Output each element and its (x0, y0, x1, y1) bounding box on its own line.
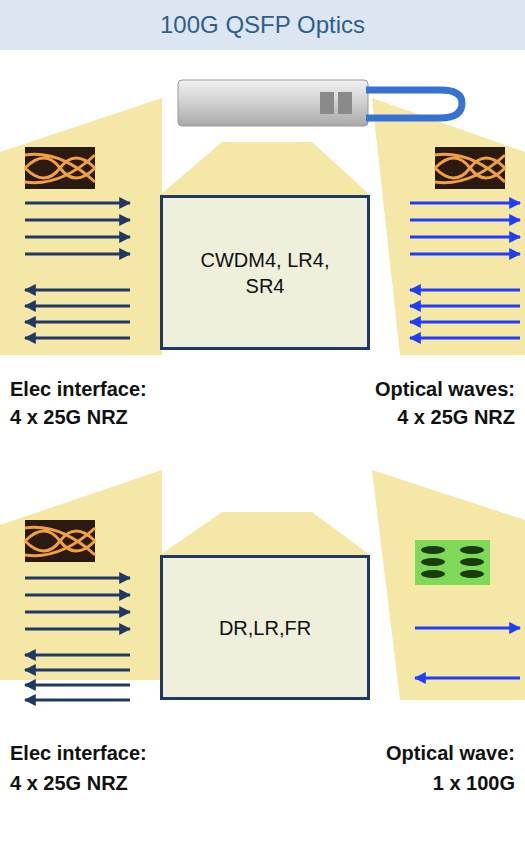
optical-lanes (410, 203, 520, 678)
projection-shading (0, 98, 525, 700)
qsfp-module (178, 80, 462, 126)
nrz-eye-icon (25, 147, 95, 189)
interface-label: Optical waves: (375, 378, 515, 401)
title-band: 100G QSFP Optics (0, 0, 525, 50)
interface-label: 1 x 100G (433, 772, 515, 795)
title-text: 100G QSFP Optics (160, 11, 365, 39)
nrz-eye-icon (435, 147, 505, 189)
electrical-lanes (25, 203, 130, 700)
interface-label: Optical wave: (386, 742, 515, 765)
interface-label: 4 x 25G NRZ (397, 406, 515, 429)
interface-label: Elec interface: (10, 378, 147, 401)
box-label: CWDM4, LR4, SR4 (195, 247, 335, 299)
interface-label: Elec interface: (10, 742, 147, 765)
nrz-eye-icon (25, 520, 95, 562)
module-box: DR,LR,FR (160, 555, 370, 700)
pam4-eye-icon (415, 540, 490, 585)
interface-label: 4 x 25G NRZ (10, 406, 128, 429)
box-label: DR,LR,FR (219, 615, 311, 641)
interface-label: 4 x 25G NRZ (10, 772, 128, 795)
module-box: CWDM4, LR4, SR4 (160, 195, 370, 350)
